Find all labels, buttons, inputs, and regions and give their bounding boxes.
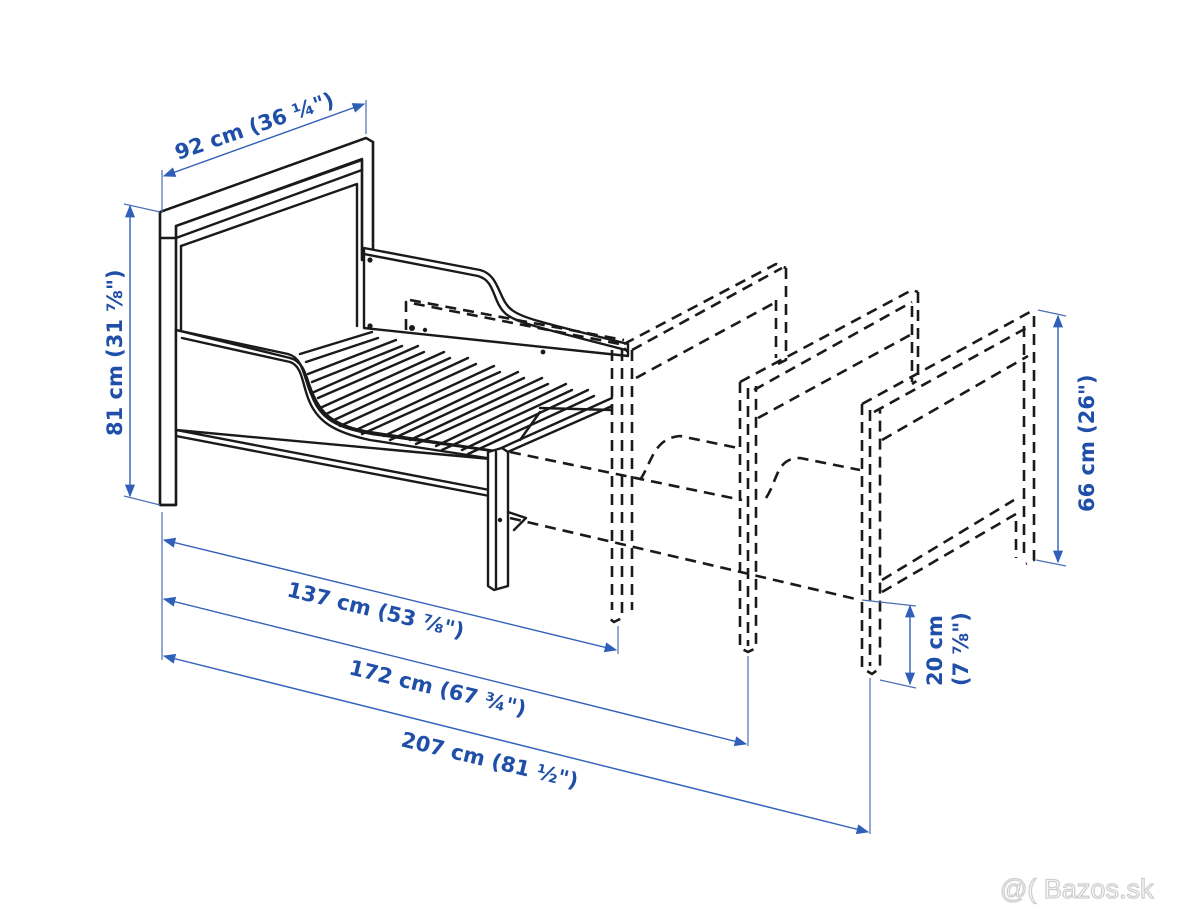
watermark: @( Bazos.sk — [1000, 874, 1154, 904]
extension-frame-1 — [509, 262, 861, 602]
footboard-height-label: 66 cm (26") — [1075, 374, 1099, 512]
length-172-label: 172 cm (67 ¾") — [347, 656, 529, 722]
headboard — [158, 136, 375, 507]
front-leg-137 — [486, 446, 528, 592]
front-side-rail — [174, 328, 504, 500]
leg-clearance-inch-label: (7 ⅞") — [949, 612, 973, 686]
bed-slats — [298, 330, 614, 460]
length-137-label: 137 cm (53 ⅞") — [285, 578, 467, 644]
extension-frame-2 — [738, 288, 920, 654]
leg-clearance-cm-label: 20 cm — [923, 615, 947, 686]
width-label: 92 cm (36 ¼") — [172, 88, 337, 165]
dimension-lines — [123, 100, 1067, 835]
height-label: 81 cm (31 ⅞") — [103, 269, 127, 436]
bed-frame-solid — [158, 136, 630, 592]
back-side-rail — [362, 246, 630, 358]
extension-frame-3 — [860, 310, 1036, 676]
